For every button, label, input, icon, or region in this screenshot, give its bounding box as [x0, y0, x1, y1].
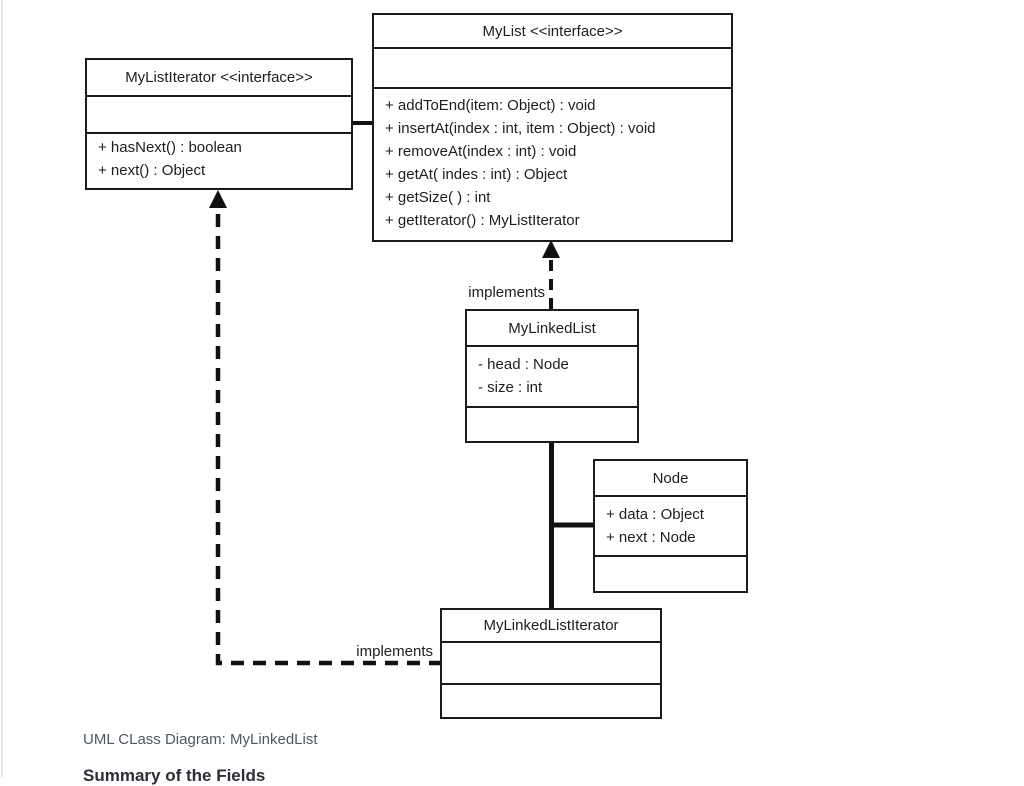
implements-label-mylinkedlistiterator: implements	[356, 643, 433, 660]
method-line: + next() : Object	[98, 162, 206, 179]
class-title-mylistiterator: MyListIterator <<interface>>	[87, 60, 351, 97]
diagram-caption: UML CLass Diagram: MyLinkedList	[83, 731, 318, 748]
class-attributes-mylinkedlistiterator-empty	[442, 643, 660, 685]
realization-arrowhead-mylinkedlistiterator-mylistiterator	[209, 190, 227, 208]
method-line: + removeAt(index : int) : void	[385, 143, 577, 160]
class-title-mylist: MyList <<interface>>	[374, 15, 731, 49]
realization-line-mylinkedlistiterator-mylistiterator	[215, 207, 442, 666]
class-attributes-mylinkedlist: - head : Node - size : int	[467, 347, 637, 408]
page-left-border	[1, 0, 3, 777]
method-line: + addToEnd(item: Object) : void	[385, 97, 596, 114]
attribute-line: + data : Object	[606, 506, 704, 523]
class-attributes-node: + data : Object + next : Node	[595, 497, 746, 557]
class-box-mylinkedlistiterator: MyLinkedListIterator	[440, 608, 662, 719]
attribute-line: - head : Node	[478, 356, 569, 373]
class-methods-mylinkedlist-empty	[467, 408, 637, 441]
class-box-mylist: MyList <<interface>> + addToEnd(item: Ob…	[372, 13, 733, 242]
cutoff-section-heading: Summary of the Fields	[83, 766, 266, 785]
class-title-node: Node	[595, 461, 746, 497]
attribute-line: - size : int	[478, 379, 543, 396]
attribute-line: + next : Node	[606, 529, 696, 546]
class-box-mylistiterator: MyListIterator <<interface>> + hasNext()…	[85, 58, 353, 190]
class-attributes-mylist-empty	[374, 49, 731, 89]
realization-arrowhead-mylinkedlist-mylist	[542, 240, 560, 258]
method-line: + getSize( ) : int	[385, 189, 491, 206]
method-line: + hasNext() : boolean	[98, 139, 242, 156]
method-line: + getAt( indes : int) : Object	[385, 166, 568, 183]
class-methods-mylinkedlistiterator-empty	[442, 685, 660, 717]
implements-label-mylinkedlist: implements	[468, 284, 545, 301]
class-title-mylinkedlist: MyLinkedList	[467, 311, 637, 347]
class-methods-node-empty	[595, 557, 746, 591]
class-attributes-mylistiterator-empty	[87, 97, 351, 134]
method-line: + insertAt(index : int, item : Object) :…	[385, 120, 656, 137]
class-methods-mylistiterator: + hasNext() : boolean + next() : Object	[87, 134, 351, 188]
class-box-node: Node + data : Object + next : Node	[593, 459, 748, 593]
class-methods-mylist: + addToEnd(item: Object) : void + insert…	[374, 89, 731, 240]
class-title-mylinkedlistiterator: MyLinkedListIterator	[442, 610, 660, 643]
method-line: + getIterator() : MyListIterator	[385, 212, 580, 229]
class-box-mylinkedlist: MyLinkedList - head : Node - size : int	[465, 309, 639, 443]
